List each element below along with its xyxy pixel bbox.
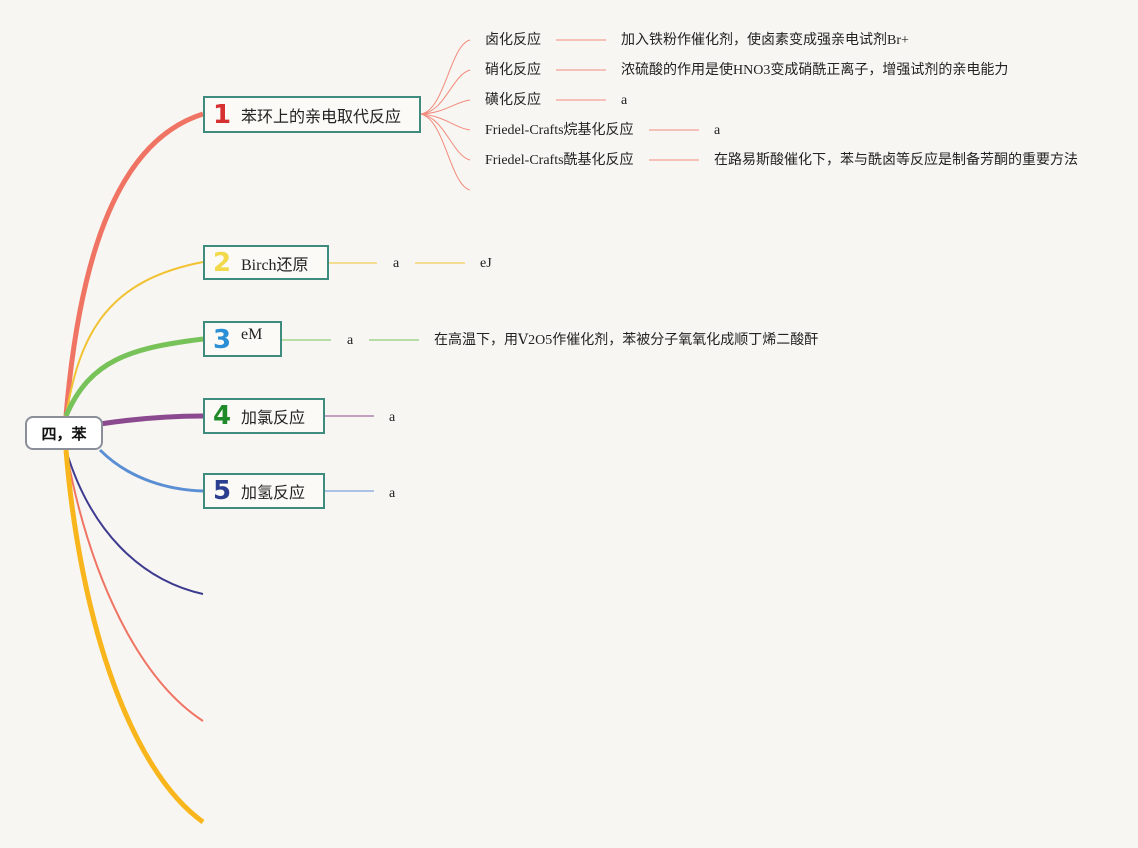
branch-4-curve [99,413,204,427]
branch-node-3[interactable]: 3 eM [203,321,282,357]
branch-node-2[interactable]: 2 Birch还原 [203,245,329,280]
branch-1-child-1-detail[interactable]: 加入铁粉作催化剂，使卤素变成强亲电试剂Br+ [621,33,909,48]
branch-3-curve [63,336,204,417]
branch-node-4[interactable]: 4 加氯反应 [203,398,325,434]
branch-1-child-4[interactable]: Friedel-Crafts烷基化反应 [485,123,634,138]
number-4-icon: 4 [212,401,232,431]
number-2-icon: 2 [212,247,232,278]
branch-1-child-4-detail[interactable]: a [714,123,721,138]
branch-1-child-2-detail[interactable]: 浓硫酸的作用是使HNO3变成硝酰正离子，增强试剂的亲电能力 [621,63,1009,78]
branch-2-child[interactable]: a [393,256,400,271]
branch-3-grandchild[interactable]: 在高温下，用Ⅴ2O5作催化剂，苯被分子氧氧化成顺丁烯二酸酐 [434,333,819,348]
branch-1-label: 苯环上的亲电取代反应 [241,108,402,126]
branch-1-child-1[interactable]: 卤化反应 [485,33,541,48]
branch-1-child-5-detail[interactable]: 在路易斯酸催化下，苯与酰卤等反应是制备芳酮的重要方法 [714,153,1078,168]
branch-node-5[interactable]: 5 加氢反应 [203,473,325,509]
root-node[interactable]: 四，苯 [25,416,103,450]
root-label: 四，苯 [41,424,87,443]
number-1-icon: 1 [212,99,232,130]
branch-1-child-5[interactable]: Friedel-Crafts酰基化反应 [485,153,634,168]
branch-1-child-2[interactable]: 硝化反应 [485,63,541,78]
number-3-icon: 3 [212,325,232,355]
branch-node-1[interactable]: 1 苯环上的亲电取代反应 [203,96,421,133]
branch-6-curve [65,449,204,595]
branch-1-fan [420,39,699,191]
branch-2-label: Birch还原 [241,256,309,274]
branch-2-curve [65,261,204,417]
branch-7-curve [65,449,204,722]
branch-4-child[interactable]: a [389,410,396,425]
branch-8-curve [63,449,205,825]
branch-4-label: 加氯反应 [241,410,306,427]
branch-3-label: eM [241,326,263,343]
branch-5-label: 加氢反应 [241,485,306,502]
branch-1-child-3[interactable]: 磺化反应 [485,93,541,108]
branch-5-curve [98,448,204,493]
branch-1-child-3-detail[interactable]: a [621,93,628,108]
number-5-icon: 5 [212,476,232,506]
branch-3-child[interactable]: a [347,333,354,348]
branch-5-child[interactable]: a [389,486,396,501]
branch-1-curve [63,111,204,417]
branch-2-grandchild[interactable]: eJ [480,256,492,271]
